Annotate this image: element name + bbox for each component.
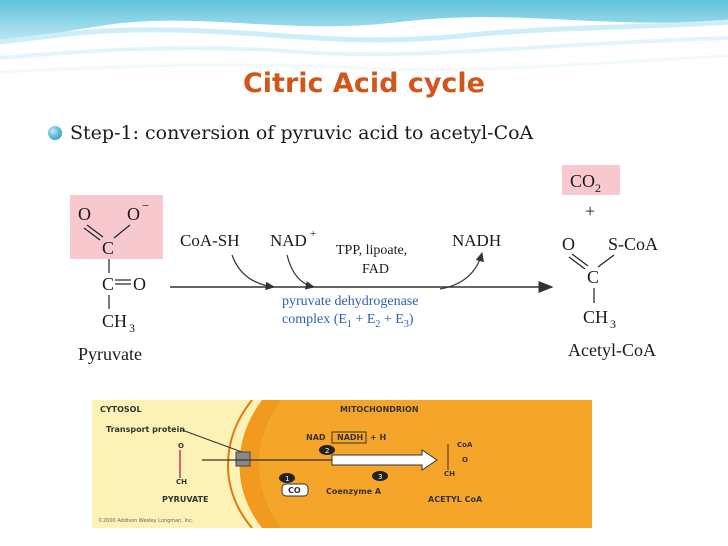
inset-co2-box xyxy=(281,483,309,497)
pyruvate-atom-c2: C xyxy=(102,274,114,294)
step3-label: 3 xyxy=(378,473,382,481)
pyruvate-atom-o2: O xyxy=(127,204,140,224)
step2-label: 2 xyxy=(325,447,329,455)
mitochondrion-label: MITOCHONDRION xyxy=(340,405,419,414)
inset-acetyl-coa-sub: CoA xyxy=(457,441,473,449)
acetyl-atom-o: O xyxy=(562,234,575,254)
inset-nad-label: NAD xyxy=(306,433,326,442)
transport-protein-pointer xyxy=(181,429,243,453)
acetyl-bond xyxy=(597,254,615,268)
pyruvate-charge: − xyxy=(142,198,149,213)
acetyl-atom-c: C xyxy=(587,267,599,287)
plus-sign: + xyxy=(585,201,595,221)
enzyme-line2: complex (E1 + E2 + E3) xyxy=(282,312,414,330)
inset-acetyl-ch: CH xyxy=(444,470,455,478)
inset-nadh-box xyxy=(331,431,367,444)
nad-curve-arrow xyxy=(286,254,316,290)
step1-label: 1 xyxy=(285,475,289,483)
coash-label: CoA-SH xyxy=(180,231,240,250)
pyruvate-atom-ch: CH xyxy=(102,311,127,331)
inset-acetyl-o: O xyxy=(462,456,468,464)
slide-title: Citric Acid cycle xyxy=(242,68,485,99)
inset-pyruvate-label: PYRUVATE xyxy=(162,495,208,504)
transport-protein-icon xyxy=(235,451,251,467)
coash-curve-arrow xyxy=(231,254,276,291)
inset-pyruvate-ch: CH xyxy=(176,478,187,486)
reaction-diagram: O O − C C O CH 3 Pyruvate CoA-SH NAD + T… xyxy=(42,153,674,401)
acetyl-bond xyxy=(568,256,586,270)
nadh-curve-arrow xyxy=(439,251,484,290)
acetyl-bond xyxy=(571,253,589,267)
acetyl-coa-label: Acetyl-CoA xyxy=(568,340,656,360)
pyruvate-atom-c1: C xyxy=(102,238,114,258)
nad-superscript: + xyxy=(310,228,316,240)
nad-label: NAD xyxy=(270,231,307,250)
inset-acetyl-coa-label: ACETYL CoA xyxy=(428,495,483,504)
acetyl-atom-sub3: 3 xyxy=(610,317,616,331)
mitochondrial-membrane xyxy=(239,400,282,528)
co2-label: CO2 xyxy=(570,171,601,195)
pyruvate-bond xyxy=(113,224,131,239)
conditions-line2: FAD xyxy=(362,262,389,277)
step1-badge xyxy=(279,473,295,483)
pyruvate-bond xyxy=(86,224,104,238)
header-wave-decoration xyxy=(0,0,728,74)
inset-pyruvate-o: O xyxy=(178,442,184,450)
mito-flow-arrow-icon xyxy=(331,449,438,471)
pyruvate-atom-o3: O xyxy=(133,274,146,294)
pyruvate-label: Pyruvate xyxy=(78,344,142,364)
transport-illustration: CYTOSOL MITOCHONDRION Transport protein … xyxy=(92,399,592,529)
step2-badge xyxy=(319,445,335,455)
cytosol-label: CYTOSOL xyxy=(100,405,142,414)
membrane-outline xyxy=(227,399,253,529)
pyruvate-highlight xyxy=(70,195,163,259)
inset-nadh-label: NADH xyxy=(337,433,363,442)
inset-credit: ©2000 Addison Wesley Longman, Inc. xyxy=(98,517,194,524)
step3-badge xyxy=(372,471,388,481)
nadh-label: NADH xyxy=(452,231,501,250)
pyruvate-atom-o1: O xyxy=(78,204,91,224)
inset-hplus-label: + H xyxy=(370,433,386,442)
inset-coenzyme-a-label: Coenzyme A xyxy=(326,487,382,496)
bullet-circle-icon xyxy=(48,126,62,140)
conditions-line1: TPP, lipoate, xyxy=(336,243,407,258)
enzyme-line1: pyruvate dehydrogenase xyxy=(282,294,418,309)
bullet-text: Step-1: conversion of pyruvic acid to ac… xyxy=(70,122,534,144)
co2-highlight xyxy=(562,165,620,195)
acetyl-atom-ch: CH xyxy=(583,307,608,327)
pyruvate-bond xyxy=(83,227,101,241)
transport-protein-label: Transport protein xyxy=(106,425,185,434)
inset-co2-label: CO xyxy=(288,486,301,495)
pyruvate-atom-sub3: 3 xyxy=(129,321,135,335)
acetyl-atom-scoa: S-CoA xyxy=(608,234,658,254)
